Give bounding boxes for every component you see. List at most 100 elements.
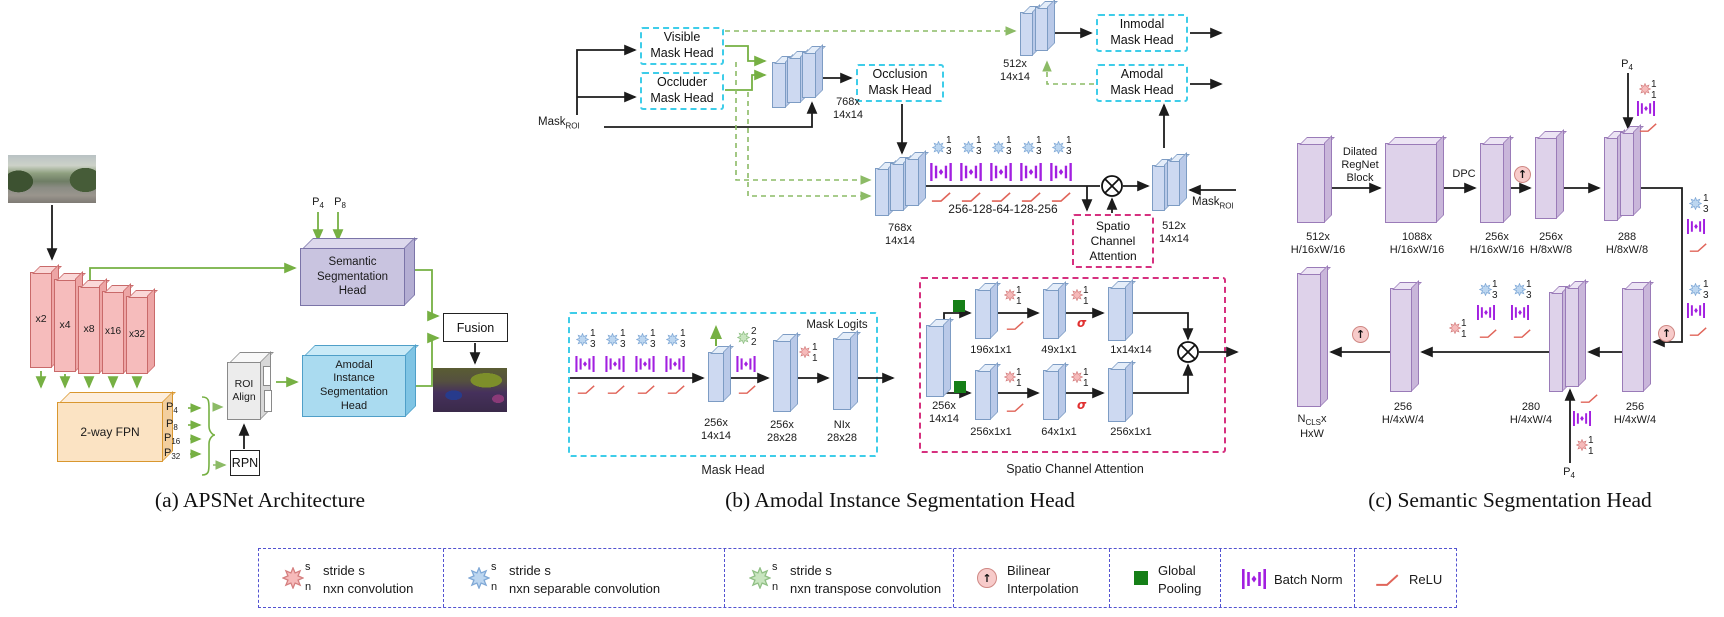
roi-align-slot: [264, 390, 272, 412]
input-image: [8, 155, 96, 203]
legend-divider: [1220, 549, 1221, 607]
sem-block-256-8: [1535, 137, 1557, 219]
conv-icon: [282, 567, 304, 589]
sigmoid-icon: σ: [1077, 316, 1087, 330]
feature-block-512-top: [1020, 12, 1033, 56]
relu-icon: [637, 384, 655, 395]
relu-icon: [1479, 328, 1497, 339]
mask-roi-label-right: MaskROI: [1192, 196, 1234, 211]
fpn-block: 2-way FPN: [57, 402, 163, 462]
conv-icon: [799, 346, 811, 358]
legend-conv-label: stride s nxn convolution: [323, 563, 414, 596]
feature-block-512-right: [1152, 165, 1165, 211]
sca-caption: Spatio Channel Attention: [1006, 462, 1144, 476]
encoder-block-x32: x32: [126, 296, 148, 374]
sca-block-64: [1043, 370, 1059, 420]
mask-head-caption: Mask Head: [701, 463, 765, 477]
legend-sep-stride: s: [491, 561, 497, 573]
sem-block-256-4l-label: 256 H/4xW/4: [1381, 401, 1425, 426]
global-pooling-icon: [953, 300, 965, 312]
fpn-output-p8: P8: [166, 418, 178, 433]
sca-input-block: [926, 325, 944, 397]
encoder-label: x8: [83, 323, 95, 336]
relu-icon: [1006, 320, 1024, 331]
visible-mask-head-box: Visible Mask Head: [640, 27, 724, 65]
separable-conv-icon: [962, 141, 975, 154]
p8-input-label: P8: [334, 196, 346, 211]
legend-sep-kernel: n: [491, 581, 498, 593]
conv-seq-channels-label: 256-128-64-128-256: [948, 202, 1058, 216]
maskhead-block-256-28-label: 256x 28x28: [767, 419, 797, 444]
multiply-node-1: [1101, 175, 1123, 197]
separable-conv-icon: [1052, 141, 1065, 154]
sca-block-1x14: [1108, 287, 1126, 341]
encoder-label: x4: [59, 318, 71, 331]
separable-conv-icon: [1513, 283, 1526, 296]
sem-block-280: [1565, 287, 1579, 387]
amodal-instance-segmentation-head: Amodal Instance Segmentation Head: [302, 355, 406, 417]
separable-conv-icon: [606, 333, 619, 346]
conv-icon: [1004, 371, 1016, 383]
sigmoid-icon: σ: [1077, 398, 1087, 412]
sca-block-196: [975, 289, 991, 339]
batch-norm-icon: [1687, 303, 1705, 318]
relu-icon: [1006, 402, 1024, 413]
rpn-label: RPN: [231, 456, 259, 470]
batch-norm-icon: [605, 356, 625, 372]
sem-block-288: [1604, 137, 1618, 221]
bilinear-interpolation-icon: [1514, 166, 1531, 183]
relu-icon: [667, 384, 685, 395]
inmodal-mask-head-box: Inmodal Mask Head: [1096, 14, 1188, 52]
sem-block-288: [1620, 132, 1634, 216]
separable-conv-icon: [666, 333, 679, 346]
feature-block-768-2: [905, 158, 919, 206]
batch-norm-icon: [1511, 305, 1529, 320]
sca-block-1x14-label: 1x14x14: [1110, 344, 1152, 356]
occluder-mask-head-box: Occluder Mask Head: [640, 72, 724, 110]
sca-input-block-label: 256x 14x14: [929, 400, 959, 425]
legend: s n stride s nxn convolution s n stride …: [258, 548, 1457, 608]
fpn-output-p32: P32: [164, 447, 181, 462]
part-b-connectors: [570, 26, 1239, 399]
batch-norm-icon: [930, 163, 952, 181]
legend-divider: [443, 549, 444, 607]
mask-logits-label: Mask Logits: [806, 319, 868, 331]
feature-block-512-top-label: 512x 14x14: [1000, 58, 1030, 83]
legend-bn-label: Batch Norm: [1274, 572, 1343, 587]
batch-norm-icon: [665, 356, 685, 372]
dpc-label: DPC: [1452, 168, 1476, 180]
batch-norm-icon: [960, 163, 982, 181]
legend-pooling-label: Global Pooling: [1158, 563, 1202, 596]
multiply-node-2: [1177, 341, 1199, 363]
sca-block-64-label: 64x1x1: [1041, 426, 1077, 438]
feature-block-768-1: [787, 57, 801, 103]
segmentation-output-image: [433, 368, 507, 412]
batch-norm-icon: [1477, 305, 1495, 320]
feature-block-768-2-label: 768x 14x14: [885, 222, 915, 247]
legend-relu-label: ReLU: [1409, 572, 1443, 587]
batch-norm-icon: [1573, 411, 1591, 426]
batch-norm-icon: [575, 356, 595, 372]
maskhead-block-256-14: [708, 352, 724, 402]
relu-icon: [607, 384, 625, 395]
sca-block-49: [1043, 289, 1059, 339]
global-pooling-icon: [1134, 571, 1148, 585]
sca-block-256b1-label: 256x1x1: [970, 426, 1012, 438]
p4-top-label: P4: [1621, 58, 1633, 73]
relu-icon: [577, 384, 595, 395]
global-pooling-icon: [954, 381, 966, 393]
mask-head-region: [568, 312, 878, 457]
caption-b: (b) Amodal Instance Segmentation Head: [725, 488, 1075, 512]
legend-conv-kernel: n: [305, 581, 312, 593]
feature-block-768-1-label: 768x 14x14: [833, 96, 863, 121]
batch-norm-icon: [1637, 101, 1655, 116]
legend-tconv-kernel: n: [772, 581, 779, 593]
